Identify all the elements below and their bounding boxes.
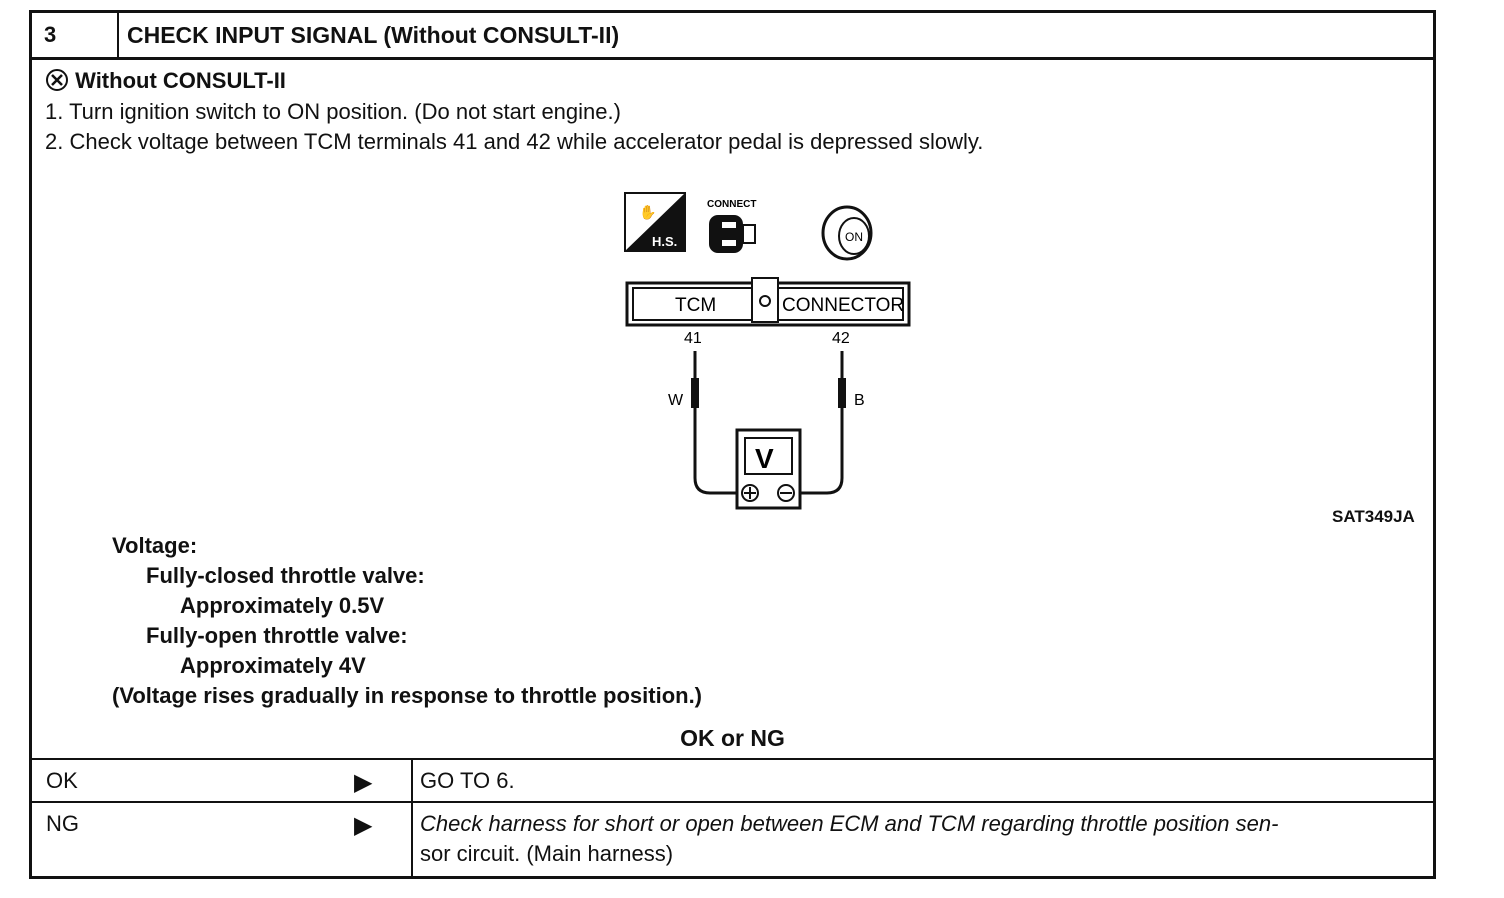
arrow-icon: ▶ [354, 812, 373, 839]
no-consult-icon [46, 69, 68, 91]
tcm-connector: TCM CONNECTOR [625, 277, 911, 327]
voltmeter-label: V [755, 443, 774, 474]
figure-reference: SAT349JA [1332, 507, 1415, 526]
wire-b [798, 351, 844, 495]
connect-label: CONNECT [707, 199, 756, 210]
voltage-label: Voltage: [112, 533, 198, 558]
result-action-ng-line2: sor circuit. (Main harness) [420, 841, 674, 866]
hand-tool-icon: ✋ H.S. [624, 192, 686, 252]
result-key-ng: NG [46, 811, 79, 836]
voltage-note: (Voltage rises gradually in response to … [112, 683, 703, 708]
mode-line: Without CONSULT-II [45, 68, 286, 94]
connector-label: CONNECTOR [782, 295, 904, 316]
mode-label: Without CONSULT-II [75, 68, 286, 93]
step-header: 3 CHECK INPUT SIGNAL (Without CONSULT-II… [32, 13, 1433, 60]
result-key-ok: OK [46, 768, 78, 793]
step-title: CHECK INPUT SIGNAL (Without CONSULT-II) [127, 22, 620, 48]
open-throttle-value: Approximately 4V [180, 653, 366, 678]
procedure-frame: 3 CHECK INPUT SIGNAL (Without CONSULT-II… [29, 10, 1436, 879]
result-divider [411, 758, 413, 877]
result-action-ng: Check harness for short or open between … [420, 809, 1278, 869]
tcm-label: TCM [675, 295, 716, 316]
wiring-diagram: ✋ H.S. CONNECT ON TCM CONNECTOR 41 42 [624, 192, 911, 510]
voltmeter: V [735, 428, 802, 510]
terminal-41: 41 [684, 330, 702, 347]
wire-w [693, 351, 739, 495]
step-1: 1. Turn ignition switch to ON position. … [45, 99, 621, 124]
step-number: 3 [32, 13, 119, 57]
result-action-ng-line1: Check harness for short or open between … [420, 811, 1279, 836]
open-throttle-label: Fully-open throttle valve: [146, 623, 408, 648]
connect-icon: CONNECT [707, 199, 756, 253]
closed-throttle-label: Fully-closed throttle valve: [146, 563, 425, 588]
wire-w-label: W [668, 392, 684, 409]
step-2: 2. Check voltage between TCM terminals 4… [45, 129, 984, 154]
svg-text:✋: ✋ [639, 204, 656, 221]
on-label: ON [845, 230, 863, 244]
result-row-ok: OK ▶ GO TO 6. [32, 758, 1433, 801]
result-action-ok: GO TO 6. [420, 768, 515, 793]
hs-label: H.S. [652, 234, 677, 249]
result-title: OK or NG [680, 725, 785, 751]
terminal-42: 42 [832, 330, 850, 347]
result-row-ng: NG ▶ Check harness for short or open bet… [32, 801, 1433, 879]
arrow-icon: ▶ [354, 769, 373, 796]
ignition-on-icon: ON [821, 205, 873, 261]
wire-b-label: B [854, 392, 865, 409]
closed-throttle-value: Approximately 0.5V [180, 593, 385, 618]
